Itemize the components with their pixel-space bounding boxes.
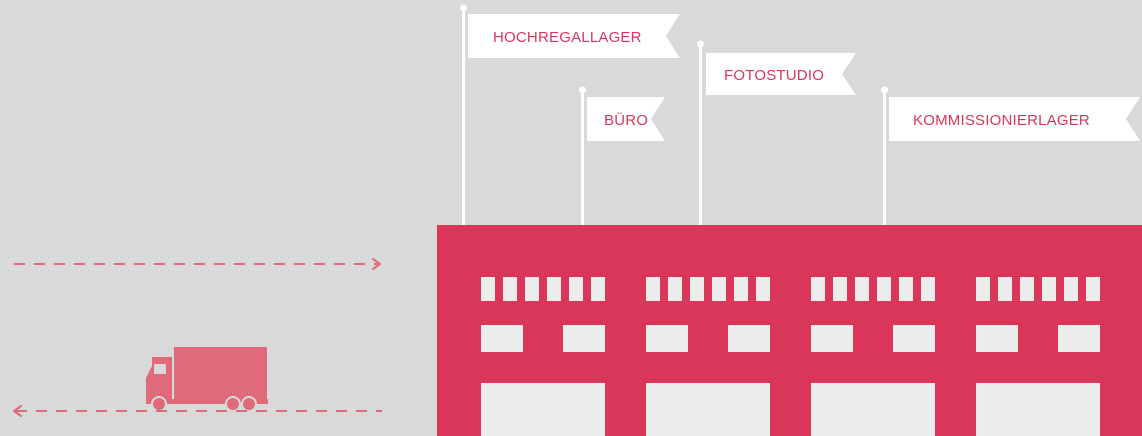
window <box>899 277 913 301</box>
windows-row-middle <box>481 325 1100 352</box>
flag-banner <box>468 14 680 58</box>
window <box>734 277 748 301</box>
flag-buero: BÜRO <box>587 97 665 141</box>
pole-top-buero <box>579 86 586 94</box>
pole-top-hochregallager <box>460 4 467 12</box>
pole-fotostudio <box>699 44 702 226</box>
truck-cab <box>146 357 172 402</box>
dashed-arrow-left-icon <box>13 405 382 417</box>
window <box>998 277 1012 301</box>
pole-hochregallager <box>462 8 465 226</box>
loading-door <box>481 383 605 436</box>
window <box>1086 277 1100 301</box>
pole-buero <box>581 90 584 226</box>
flag-label-hochregallager: HOCHREGALLAGER <box>493 29 642 46</box>
window <box>728 325 770 352</box>
delivery-truck-icon <box>146 347 268 412</box>
window <box>811 325 853 352</box>
window <box>481 277 495 301</box>
flag-banner <box>706 53 856 95</box>
window <box>525 277 539 301</box>
window <box>712 277 726 301</box>
window <box>855 277 869 301</box>
flag-hochregallager: HOCHREGALLAGER <box>468 14 680 58</box>
window <box>1064 277 1078 301</box>
pole-top-fotostudio <box>697 40 704 48</box>
flag-fotostudio: FOTOSTUDIO <box>706 53 856 95</box>
window <box>503 277 517 301</box>
window <box>976 325 1018 352</box>
building <box>437 225 1142 436</box>
window <box>591 277 605 301</box>
loading-door <box>811 383 935 436</box>
window <box>756 277 770 301</box>
window <box>1042 277 1056 301</box>
loading-doors <box>481 383 1100 436</box>
window <box>569 277 583 301</box>
window <box>481 325 523 352</box>
loading-door <box>976 383 1100 436</box>
flag-label-fotostudio: FOTOSTUDIO <box>724 67 824 84</box>
window <box>668 277 682 301</box>
windows-row-top <box>481 277 1100 301</box>
flag-label-kommissionierlager: KOMMISSIONIERLAGER <box>913 112 1090 129</box>
window <box>833 277 847 301</box>
window <box>893 325 935 352</box>
dashed-arrow-right-icon <box>14 258 381 270</box>
truck-wheel <box>241 396 257 412</box>
window <box>976 277 990 301</box>
truck-wheel <box>225 396 241 412</box>
truck-chassis <box>146 399 268 404</box>
window <box>646 325 688 352</box>
truck-window <box>154 364 166 374</box>
loading-door <box>646 383 770 436</box>
flag-kommissionierlager: KOMMISSIONIERLAGER <box>889 97 1140 141</box>
pole-kommissionierlager <box>883 90 886 226</box>
flag-label-buero: BÜRO <box>604 111 648 129</box>
flag-poles <box>460 4 888 226</box>
window <box>563 325 605 352</box>
window <box>877 277 891 301</box>
window <box>811 277 825 301</box>
flag-banner <box>587 97 665 141</box>
truck-wheel <box>151 396 167 412</box>
arrow-head <box>13 405 22 417</box>
arrow-head <box>372 258 381 270</box>
window <box>1020 277 1034 301</box>
window <box>690 277 704 301</box>
window <box>646 277 660 301</box>
window <box>547 277 561 301</box>
flag-banner <box>889 97 1140 141</box>
truck-cargo <box>174 347 267 402</box>
window <box>1058 325 1100 352</box>
window <box>921 277 935 301</box>
pole-top-kommissionierlager <box>881 86 888 94</box>
